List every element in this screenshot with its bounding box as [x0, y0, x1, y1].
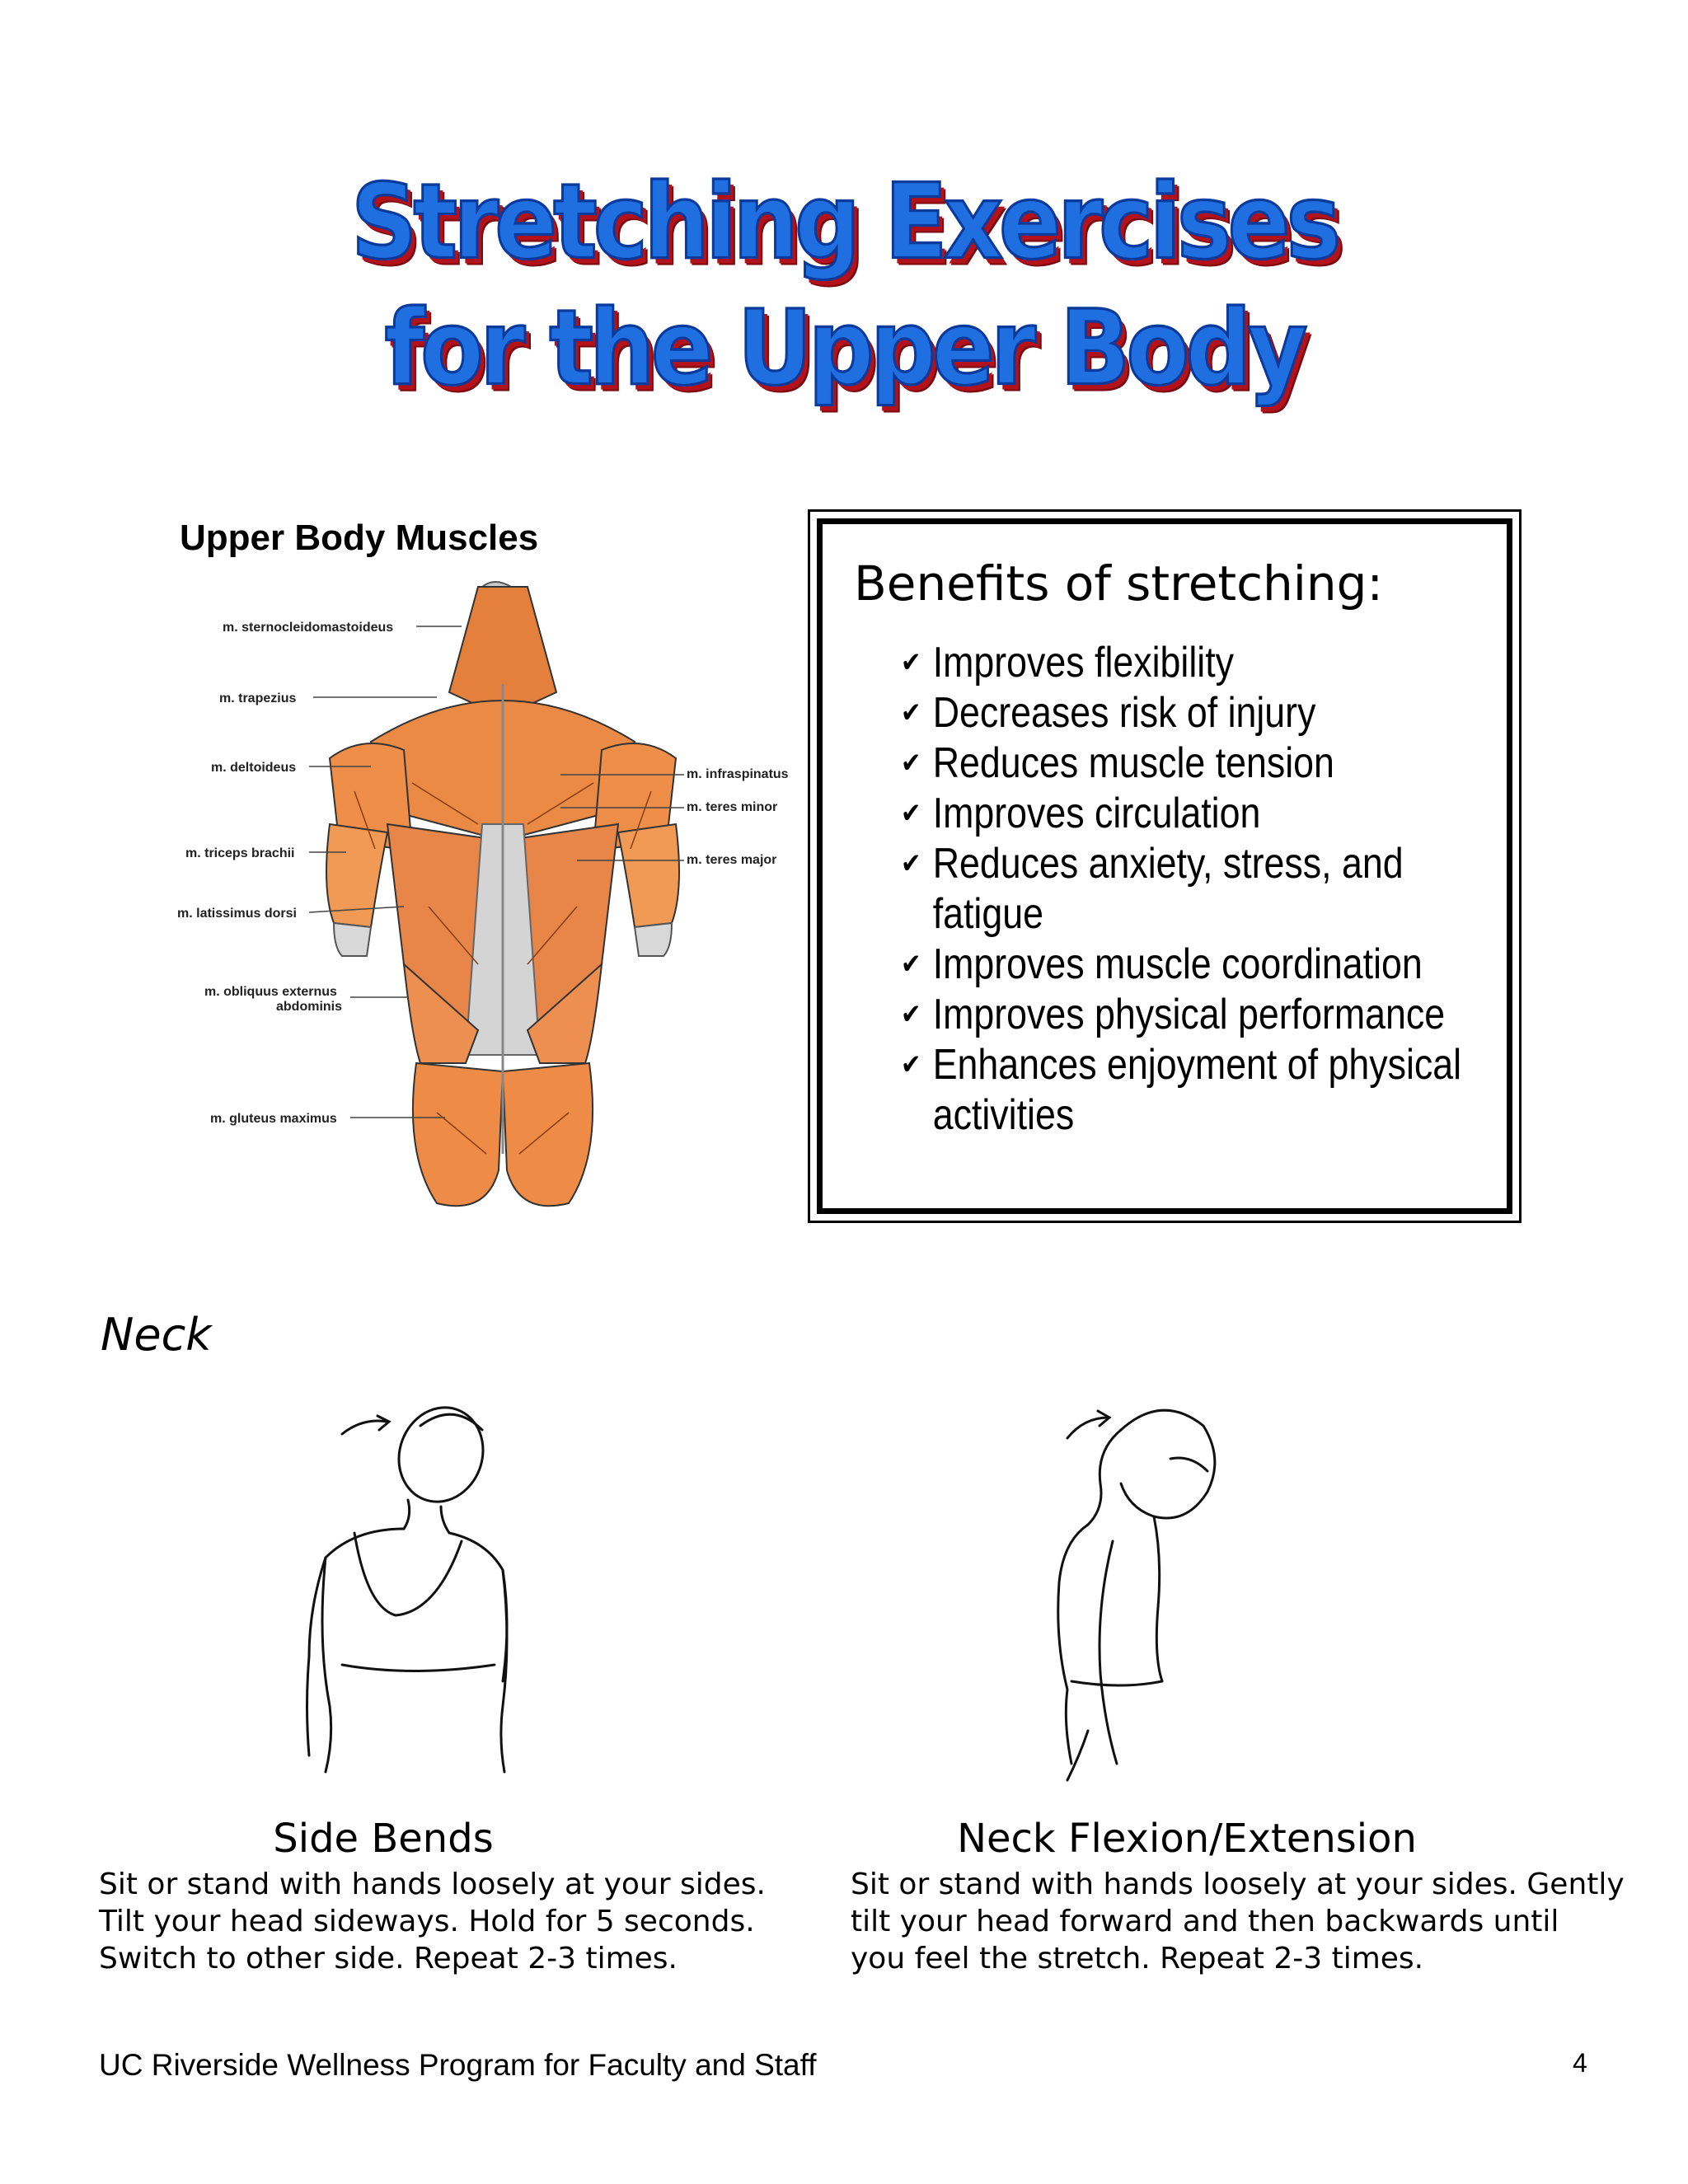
check-icon: ✔ [901, 848, 921, 879]
check-icon: ✔ [901, 999, 921, 1030]
page-number: 4 [1573, 2048, 1587, 2078]
check-icon: ✔ [901, 1049, 921, 1080]
muscle-diagram: m. sternocleidomastoideus m. trapezius m… [177, 581, 789, 1207]
neck-flexion-illustration [1057, 1408, 1217, 1782]
benefits-inner-border: Benefits of stretching: ✔Improves flexib… [817, 518, 1512, 1214]
benefit-item: ✔Improves circulation [901, 790, 1261, 837]
exercise-description-side-bends: Sit or stand with hands loosely at your … [99, 1868, 766, 1975]
check-icon: ✔ [901, 748, 921, 779]
benefits-box: Benefits of stretching: ✔Improves flexib… [808, 509, 1522, 1223]
benefit-item: ✔Reduces anxiety, stress, and [901, 840, 1404, 888]
side-bend-illustration [306, 1406, 509, 1774]
label-gluteus-maximus: m. gluteus maximus [210, 1112, 337, 1126]
benefits-title: Benefits of stretching: [854, 555, 1384, 612]
label-triceps-brachii: m. triceps brachii [185, 846, 295, 860]
check-icon: ✔ [901, 647, 921, 678]
exercise-description-neck-flexion: Sit or stand with hands loosely at your … [851, 1868, 1625, 1975]
exercise-name-side-bends: Side Bends [273, 1816, 494, 1862]
check-icon: ✔ [901, 697, 921, 729]
page-title-line-2: for the Upper Body [383, 288, 1309, 410]
section-title-neck: Neck [101, 1309, 212, 1361]
label-teres-minor: m. teres minor [687, 800, 777, 814]
label-abdominis: abdominis [276, 1000, 342, 1014]
label-infraspinatus: m. infraspinatus [687, 767, 789, 781]
muscles-heading: Upper Body Muscles [180, 518, 539, 558]
label-sternocleidomastoideus: m. sternocleidomastoideus [223, 621, 393, 635]
footer-text: UC Riverside Wellness Program for Facult… [99, 2048, 817, 2082]
benefit-item: ✔Improves flexibility [901, 639, 1235, 687]
benefit-item: ✔Improves muscle coordination [901, 940, 1423, 988]
label-obliquus-externus: m. obliquus externus [204, 985, 337, 999]
benefit-item: ✔Decreases risk of injury [901, 689, 1316, 737]
label-deltoideus: m. deltoideus [211, 761, 296, 775]
benefit-item: ✔Enhances enjoyment of physical [901, 1041, 1462, 1089]
label-teres-major: m. teres major [687, 853, 776, 867]
page-title-line-1: Stretching Exercises [349, 162, 1342, 284]
label-latissimus-dorsi: m. latissimus dorsi [177, 907, 297, 921]
benefit-item-continued: activities [932, 1091, 1075, 1139]
benefits-list: ✔Improves flexibility ✔Decreases risk of… [901, 638, 1478, 1141]
exercise-name-neck-flexion: Neck Flexion/Extension [957, 1816, 1417, 1862]
label-trapezius: m. trapezius [219, 691, 296, 705]
check-icon: ✔ [901, 949, 921, 980]
check-icon: ✔ [901, 798, 921, 829]
benefit-item: ✔Improves physical performance [901, 991, 1446, 1038]
benefit-item: ✔Reduces muscle tension [901, 739, 1334, 787]
benefit-item-continued: fatigue [932, 890, 1043, 938]
